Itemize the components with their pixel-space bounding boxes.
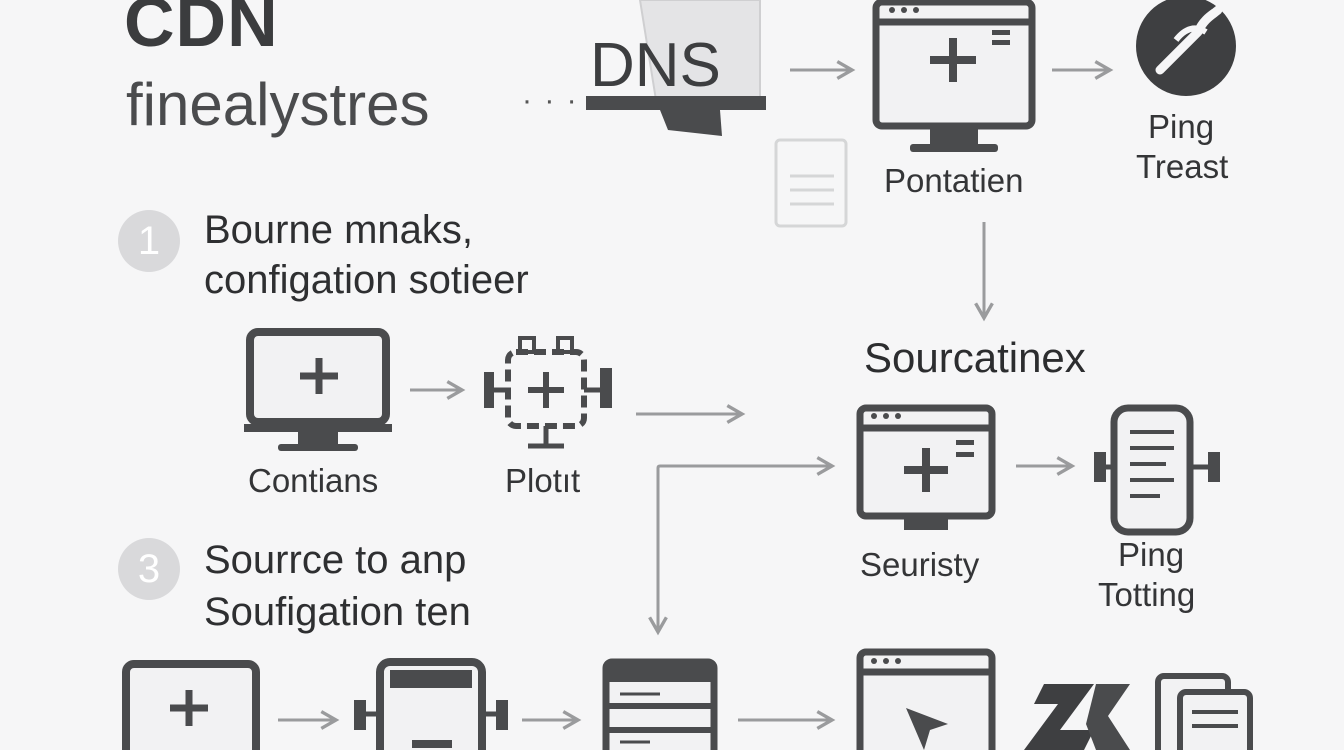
step-3-subtitle: Soufigation ten [204,590,471,634]
bottom-monitor-icon [122,660,260,750]
diagram-title: CDN [124,0,279,61]
dns-label: DNS [590,31,721,100]
diagram-subtitle: finealystres [126,71,430,138]
step-3-title: Sourrce to anp [204,538,467,582]
bottom-logo-icon [1024,684,1130,750]
pontatien-monitor-icon [872,0,1036,152]
pontatien-label: Pontatien [884,162,1024,199]
sourcatinex-title: Sourcatinex [864,334,1086,381]
contians-label: Contians [248,462,379,499]
bottom-files-icon [1155,673,1253,750]
ellipsis: · · · [522,84,579,117]
security-monitor-icon [856,404,996,530]
ping-label-line2: Treast [1136,148,1229,185]
ping-phone-icon [1094,404,1220,536]
ping-totting-line2: Totting [1098,576,1196,613]
contians-monitor-icon [244,328,392,451]
bottom-rack-icon [602,658,718,750]
document-icon [774,138,848,228]
dns-card-icon: DNS [586,0,766,136]
bottom-server-icon [354,658,508,750]
arrow-branch-to-security [656,456,836,632]
plot-node-icon [484,336,612,449]
step-1-subtitle: configation sotieer [204,258,529,302]
ping-label-line1: Ping [1148,108,1215,145]
step-1-badge: 1 [118,210,180,272]
bottom-browser-cursor-icon [856,648,996,750]
step-3-badge: 3 [118,538,180,600]
step-1-title: Bourne mnaks, [204,208,474,252]
ping-tool-icon [1136,0,1236,96]
security-label: Seuristy [860,546,980,583]
plot-label: Plotıt [505,462,581,499]
ping-totting-line1: Ping [1118,536,1185,573]
connectors [278,60,1114,730]
